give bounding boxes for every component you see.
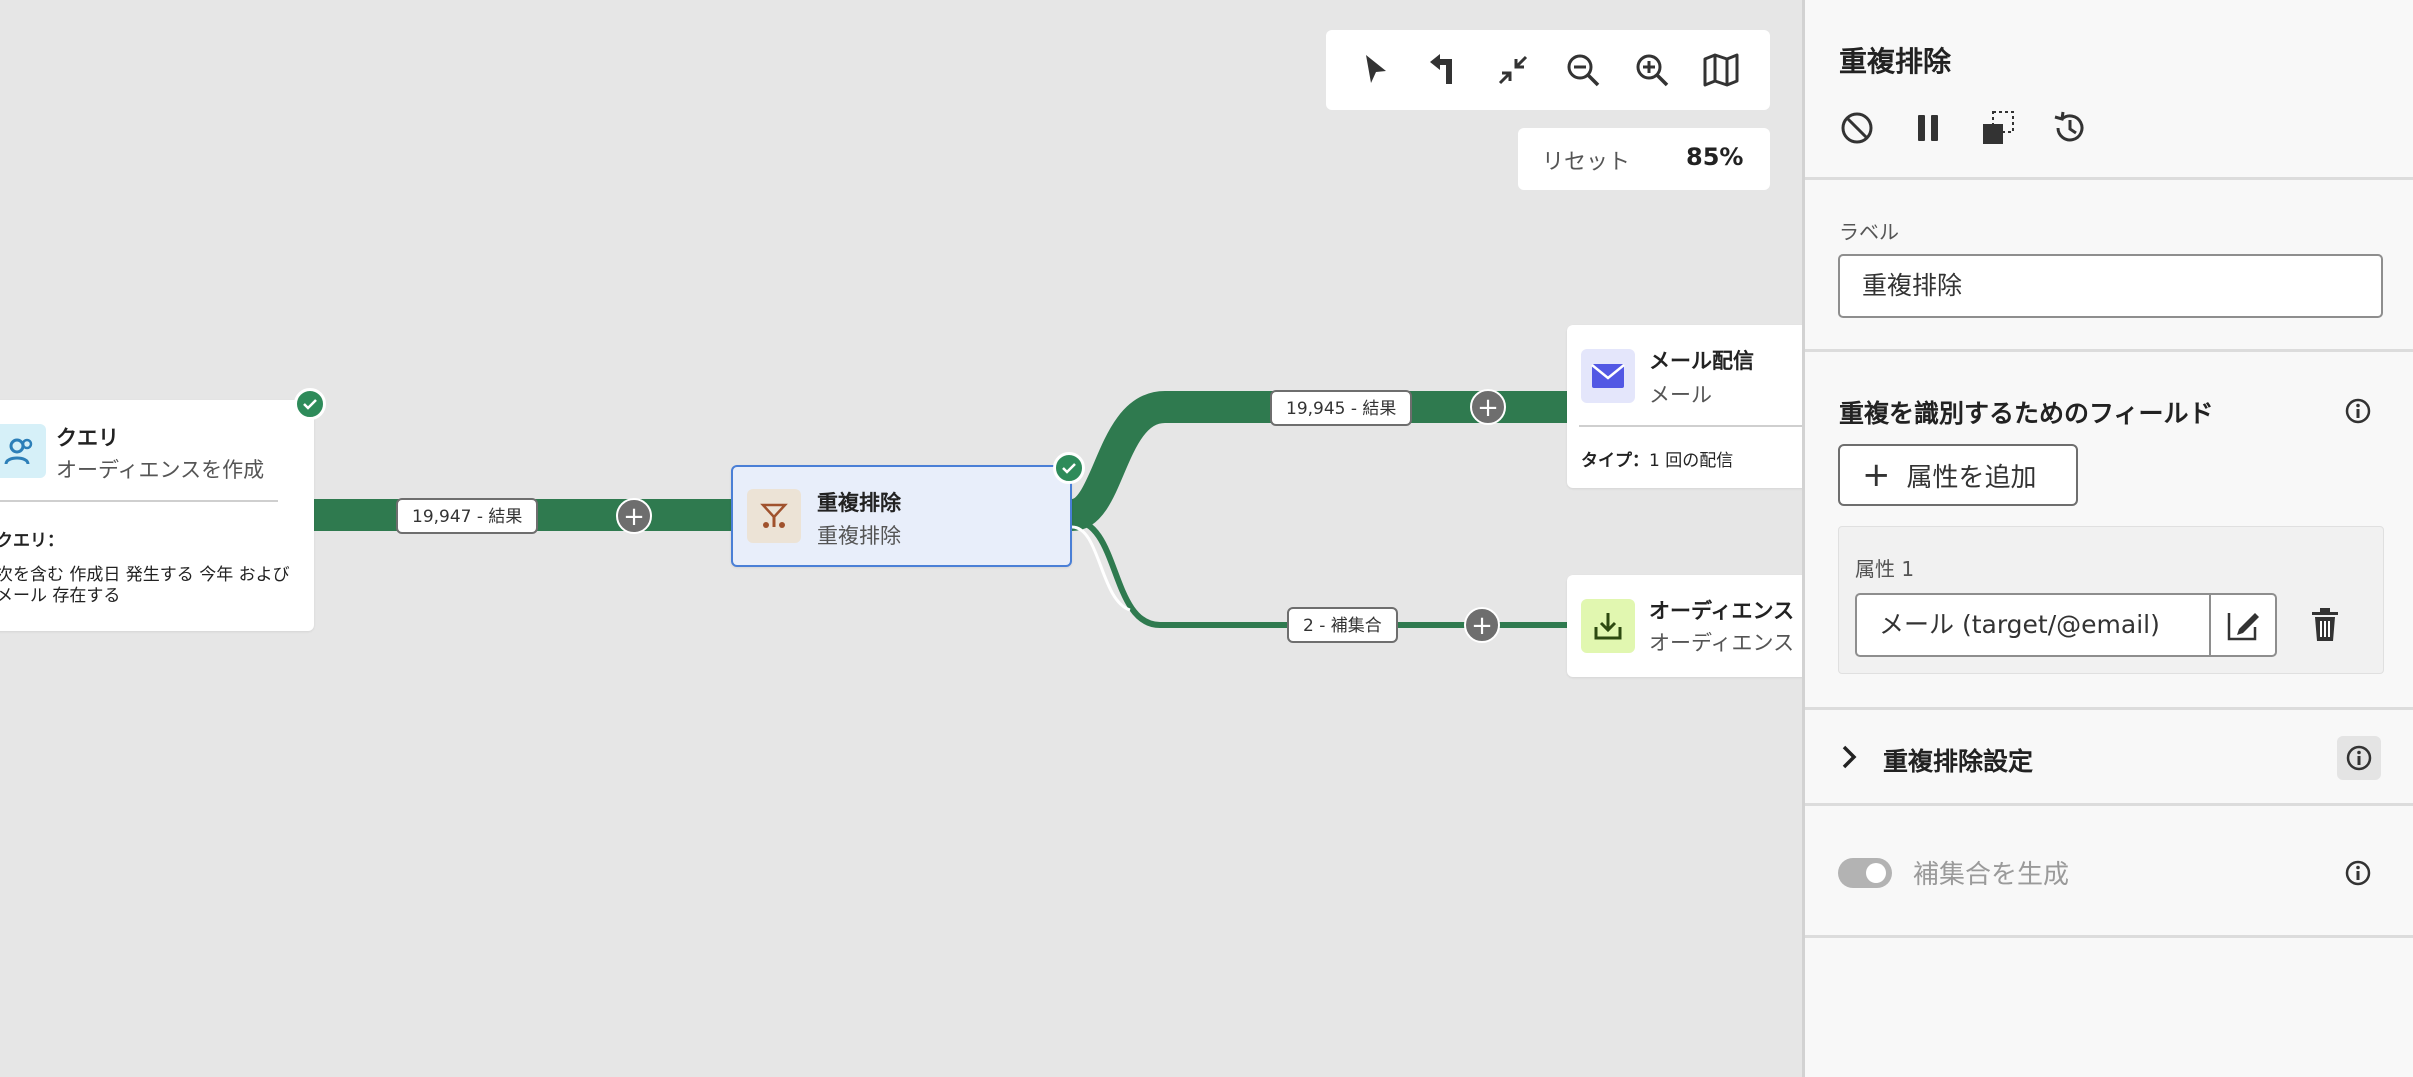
- deduplication-icon: [747, 489, 801, 543]
- edge-label-dedup-email: 19,945 - 結果: [1270, 390, 1413, 426]
- node-deduplication[interactable]: 重複排除 重複排除: [731, 465, 1072, 567]
- edit-icon: [2227, 613, 2259, 641]
- node-deduplication-title: 重複排除: [817, 491, 901, 515]
- node-divider: [0, 500, 278, 502]
- node-deduplication-subtitle: 重複排除: [817, 524, 901, 548]
- node-query-detail-label: クエリ：: [0, 531, 64, 551]
- panel-header: 重複排除: [1805, 0, 2413, 180]
- dedup-settings-heading: 重複排除設定: [1883, 747, 2034, 776]
- properties-panel: 重複排除 ラベル 重複排除 重複を識別するためのフィールド + 属性を追加 属性…: [1802, 0, 2413, 1077]
- node-query-title: クエリ: [56, 426, 119, 450]
- zoom-controls: リセット 85%: [1518, 128, 1770, 190]
- envelope-icon: [1581, 349, 1635, 403]
- history-icon[interactable]: [2050, 108, 2090, 148]
- info-icon[interactable]: [2343, 858, 2373, 888]
- attribute-caption: 属性 1: [1855, 557, 1915, 581]
- edge-dedup-email: [1069, 391, 1570, 531]
- node-email-delivery[interactable]: メール配信 メール タイプ：1 回の配信: [1567, 325, 1802, 488]
- panel-title: 重複排除: [1839, 45, 1952, 78]
- node-audience-title: オーディエンス: [1649, 599, 1795, 623]
- label-input[interactable]: 重複排除: [1838, 254, 2383, 318]
- node-email-type-label: タイプ：: [1581, 451, 1649, 471]
- delete-attribute-button[interactable]: [2307, 607, 2343, 643]
- node-email-subtitle: メール: [1649, 383, 1712, 407]
- node-email-type-value: 1 回の配信: [1649, 451, 1734, 471]
- add-activity-button[interactable]: +: [1470, 389, 1506, 425]
- node-save-audience[interactable]: オーディエンス オーディエンス: [1567, 575, 1802, 677]
- canvas-toolbar: [1326, 30, 1770, 110]
- zoom-out-icon[interactable]: [1559, 46, 1607, 94]
- attribute-card: 属性 1 メール (target/@email): [1838, 526, 2384, 674]
- collapse-icon[interactable]: [1489, 46, 1537, 94]
- label-caption: ラベル: [1839, 220, 1899, 244]
- node-query-subtitle: オーディエンスを作成: [56, 458, 265, 482]
- node-query-detail-line2: メール 存在する: [0, 586, 121, 606]
- edge-label-query-dedup: 19,947 - 結果: [396, 498, 539, 534]
- node-query-detail-line1: 次を含む 作成日 発生する 今年 および: [0, 565, 290, 585]
- audience-icon: [0, 424, 46, 478]
- map-icon[interactable]: [1697, 46, 1745, 94]
- dedup-success-check-icon: [1053, 452, 1085, 484]
- reroute-icon[interactable]: [1420, 46, 1468, 94]
- label-section: ラベル 重複排除: [1805, 180, 2413, 352]
- add-attribute-label: 属性を追加: [1906, 462, 2037, 493]
- workflow-canvas[interactable]: クエリ オーディエンスを作成 クエリ： 次を含む 作成日 発生する 今年 および…: [0, 0, 1802, 1077]
- select-pointer-icon[interactable]: [1351, 46, 1399, 94]
- reset-zoom-button[interactable]: リセット: [1542, 150, 1631, 175]
- edge-label-dedup-audience: 2 - 補集合: [1287, 607, 1398, 643]
- toggle-knob: [1866, 863, 1886, 883]
- edge-dedup-audience: [1071, 517, 1570, 628]
- chevron-right-icon: [1839, 744, 1859, 774]
- add-attribute-button[interactable]: + 属性を追加: [1838, 444, 2078, 506]
- fields-heading: 重複を識別するためのフィールド: [1839, 399, 2214, 428]
- node-divider: [1579, 425, 1802, 427]
- edit-attribute-button[interactable]: [2209, 593, 2277, 657]
- complement-toggle[interactable]: [1838, 858, 1892, 888]
- zoom-in-icon[interactable]: [1628, 46, 1676, 94]
- plus-icon: +: [1862, 455, 1891, 495]
- zoom-level: 85%: [1686, 143, 1744, 171]
- add-activity-button[interactable]: +: [1464, 607, 1500, 643]
- trash-icon: [2312, 608, 2338, 641]
- node-audience-subtitle: オーディエンス: [1649, 631, 1795, 655]
- add-activity-button[interactable]: +: [616, 498, 652, 534]
- attribute-input[interactable]: メール (target/@email): [1855, 593, 2211, 657]
- dedup-fields-section: 重複を識別するためのフィールド + 属性を追加 属性 1 メール (target…: [1805, 352, 2413, 710]
- copy-icon[interactable]: [1979, 108, 2019, 148]
- save-audience-icon: [1581, 599, 1635, 653]
- pause-icon[interactable]: [1908, 108, 1948, 148]
- node-email-type: タイプ：1 回の配信: [1581, 446, 1733, 471]
- dedup-settings-section[interactable]: 重複排除設定: [1805, 710, 2413, 806]
- info-icon[interactable]: [2337, 736, 2381, 780]
- complement-label: 補集合を生成: [1913, 860, 2070, 890]
- info-icon[interactable]: [2343, 396, 2373, 426]
- node-email-title: メール配信: [1649, 349, 1754, 373]
- query-success-check-icon: [294, 388, 326, 420]
- node-query[interactable]: クエリ オーディエンスを作成 クエリ： 次を含む 作成日 発生する 今年 および…: [0, 400, 314, 631]
- cancel-icon[interactable]: [1837, 108, 1877, 148]
- complement-section: 補集合を生成: [1805, 806, 2413, 938]
